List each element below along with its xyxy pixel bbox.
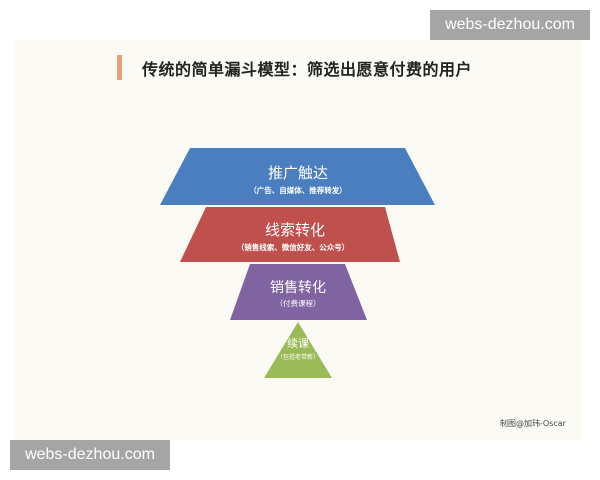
title-accent-bar [117, 55, 122, 80]
stage-4-label: 续课 [287, 336, 309, 350]
credit-text: 制图@加玮-Oscar [500, 419, 566, 428]
watermark-bottom: webs-dezhou.com [10, 440, 170, 470]
funnel-stage-1 [160, 148, 435, 205]
stage-3-sub: （付费课程） [276, 298, 321, 308]
stage-2-sub: （销售线索、微信好友、公众号） [237, 242, 350, 252]
slide-title: 传统的简单漏斗模型：筛选出愿意付费的用户 [142, 60, 473, 79]
stage-3-label: 销售转化 [270, 280, 326, 296]
stage-4-sub: （包括老带新） [277, 353, 319, 361]
funnel-stage-4 [264, 322, 332, 378]
stage-1-label: 推广触达 [268, 164, 328, 182]
stage-2-label: 线索转化 [265, 221, 325, 239]
watermark-top: webs-dezhou.com [430, 10, 590, 40]
funnel-stage-3 [230, 264, 367, 320]
funnel-stage-2 [180, 207, 400, 262]
stage-1-sub: （广告、自媒体、推荐转发） [249, 185, 347, 195]
